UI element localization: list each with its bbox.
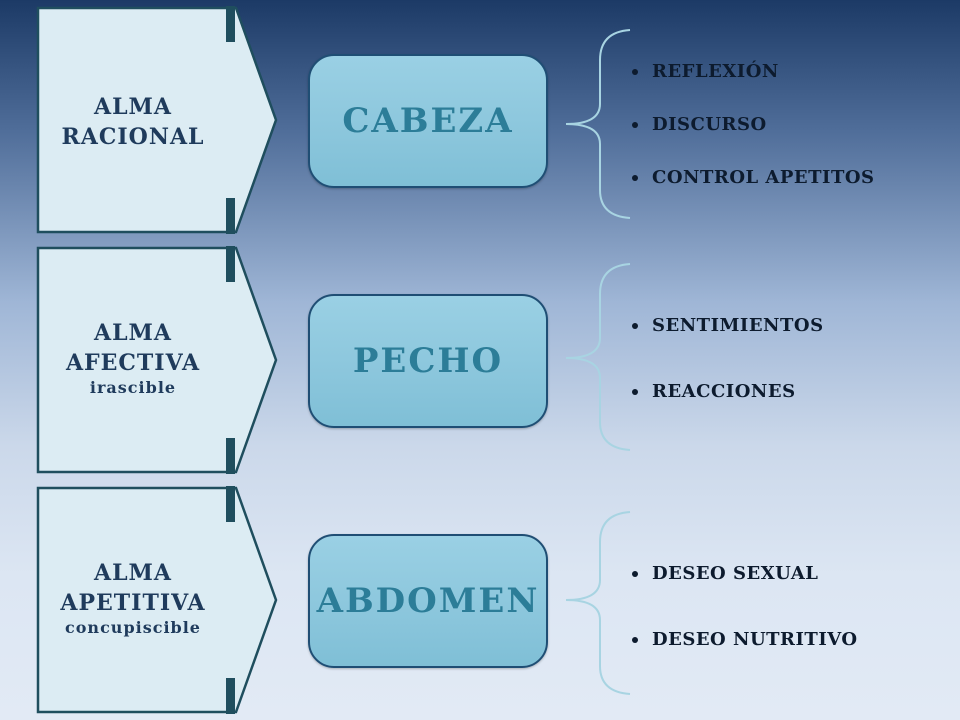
soul-subtitle: concupiscible <box>65 618 201 637</box>
list-item: CONTROL APETITOS <box>632 166 875 190</box>
feature-list: REFLEXIÓN DISCURSO CONTROL APETITOS <box>632 60 875 190</box>
list-item: DISCURSO <box>632 113 875 137</box>
soul-label: ALMA APETITIVA concupiscible <box>38 558 228 638</box>
row-afectiva: ALMA AFECTIVA irascible PECHO SENTIMIENT… <box>0 240 960 480</box>
curly-brace <box>565 29 631 219</box>
organ-box: PECHO <box>308 294 548 428</box>
list-item: SENTIMIENTOS <box>632 314 824 338</box>
list-item: DESEO SEXUAL <box>632 562 858 586</box>
row-racional: ALMA RACIONAL CABEZA REFLEXIÓN DISCURSO … <box>0 0 960 240</box>
soul-arrow-shape <box>36 6 278 234</box>
list-item: REACCIONES <box>632 380 824 404</box>
row-apetitiva: ALMA APETITIVA concupiscible ABDOMEN DES… <box>0 480 960 720</box>
organ-box: CABEZA <box>308 54 548 188</box>
soul-arrow-shape <box>36 246 278 474</box>
soul-name-line2: RACIONAL <box>61 124 205 150</box>
list-item: DESEO NUTRITIVO <box>632 628 858 652</box>
soul-subtitle: irascible <box>89 378 177 397</box>
soul-label: ALMA RACIONAL <box>38 92 228 152</box>
curly-brace <box>565 511 631 695</box>
soul-name-line2: APETITIVA <box>60 590 206 616</box>
feature-list: SENTIMIENTOS REACCIONES <box>632 314 824 404</box>
soul-arrow-shape <box>36 486 278 714</box>
list-item: REFLEXIÓN <box>632 60 875 84</box>
feature-list: DESEO SEXUAL DESEO NUTRITIVO <box>632 562 858 652</box>
organ-box: ABDOMEN <box>308 534 548 668</box>
soul-label: ALMA AFECTIVA irascible <box>38 318 228 398</box>
soul-name-line2: AFECTIVA <box>65 350 201 376</box>
curly-brace <box>565 263 631 451</box>
soul-name-line1: ALMA <box>94 94 172 120</box>
soul-name-line1: ALMA <box>94 320 172 346</box>
soul-name-line1: ALMA <box>94 560 172 586</box>
